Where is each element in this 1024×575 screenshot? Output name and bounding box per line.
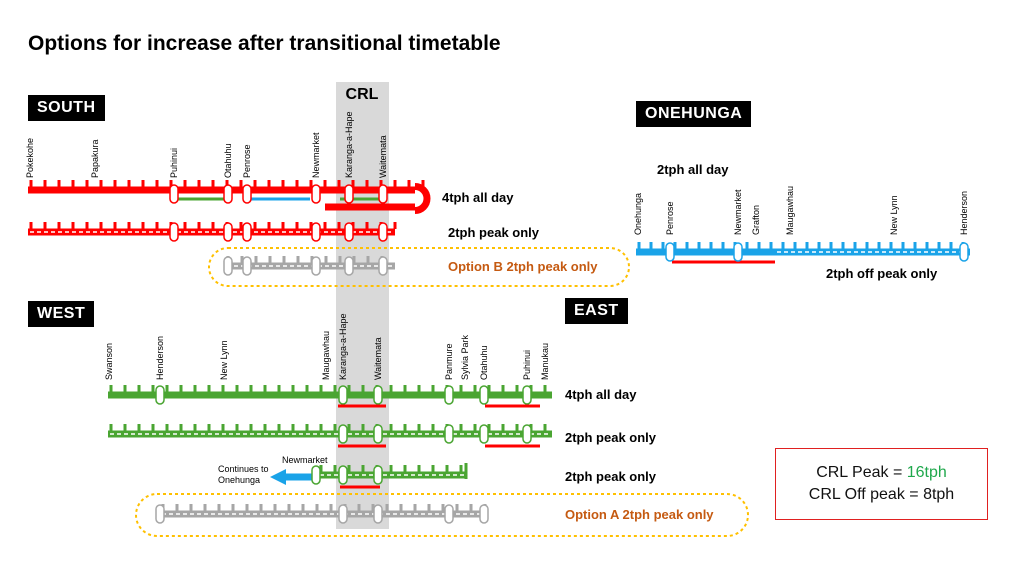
- onehunga-station-label: Onehunga: [633, 193, 643, 235]
- we-line1-label: 4tph all day: [565, 387, 637, 402]
- south-station-label: Penrose: [242, 144, 252, 178]
- crl-band: [336, 82, 389, 529]
- we-line3-arrow: [270, 469, 286, 485]
- region-label-south: SOUTH: [28, 95, 105, 121]
- south-station-label: Waitemata: [378, 135, 388, 178]
- south-line2-stop: [242, 222, 252, 242]
- onehunga-station-label: Newmarket: [733, 189, 743, 235]
- page-title: Options for increase after transitional …: [28, 32, 501, 55]
- south-line1-stop: [378, 184, 388, 204]
- onehunga-stop: [733, 242, 743, 262]
- we-line3-label: 2tph peak only: [565, 469, 657, 484]
- south-station-label: Karanga-a-Hape: [344, 111, 354, 178]
- south-line2-stop: [344, 222, 354, 242]
- south-station-label: Papakura: [90, 139, 100, 178]
- west-east-station-label: Swanson: [104, 343, 114, 380]
- south-line2-label: 2tph peak only: [448, 225, 540, 240]
- we-line2-stop: [479, 424, 489, 444]
- option-a-stop: [479, 504, 489, 524]
- we-line3-newmarket-label: Newmarket: [282, 455, 328, 465]
- option-b-stop: [223, 256, 233, 276]
- option-a-stop: [338, 504, 348, 524]
- west-east-station-label: Panmure: [444, 343, 454, 380]
- we-line1-stop: [155, 385, 165, 405]
- west-east-station-label: Waitemata: [373, 337, 383, 380]
- region-label-west: WEST: [28, 301, 95, 327]
- west-east-station-label: New Lynn: [219, 340, 229, 380]
- we-line3-continues-label: Continues to: [218, 464, 269, 474]
- south-line1-loop: [414, 183, 431, 214]
- south-station-label: Otahuhu: [223, 143, 233, 178]
- option-b-stop: [311, 256, 321, 276]
- we-line2-label: 2tph peak only: [565, 430, 657, 445]
- we-line3-stop: [311, 465, 321, 485]
- west-east-station-label: Sylvia Park: [460, 334, 470, 380]
- west-east-station-label: Henderson: [155, 336, 165, 380]
- onehunga-stop: [959, 242, 969, 262]
- option-b-outline: [208, 247, 630, 287]
- south-station-label: Newmarket: [311, 132, 321, 178]
- south-line1-stop: [311, 184, 321, 204]
- we-line2-stop: [522, 424, 532, 444]
- option-a-stop: [373, 504, 383, 524]
- we-line3-stop: [373, 465, 383, 485]
- south-line1-stop: [344, 184, 354, 204]
- onehunga-stop: [665, 242, 675, 262]
- crl-summary-box: CRL Peak = 16tph CRL Off peak = 8tph: [775, 448, 988, 520]
- south-line2-stop: [169, 222, 179, 242]
- option-a-stop: [155, 504, 165, 524]
- west-east-station-label: Karanga-a-Hape: [338, 313, 348, 380]
- we-line3-stop: [338, 465, 348, 485]
- south-line1-stop: [169, 184, 179, 204]
- option-b-stop: [378, 256, 388, 276]
- option-a-label: Option A 2tph peak only: [565, 507, 714, 522]
- onehunga-station-label: Grafton: [751, 205, 761, 235]
- we-line1-stop: [373, 385, 383, 405]
- west-east-station-label: Otahuhu: [479, 345, 489, 380]
- crl-offpeak-label: CRL Off peak = 8tph: [808, 486, 955, 503]
- option-b-label: Option B 2tph peak only: [448, 259, 598, 274]
- south-line1-label: 4tph all day: [442, 190, 514, 205]
- onehunga-offpeak-label: 2tph off peak only: [826, 266, 938, 281]
- region-label-onehunga: ONEHUNGA: [636, 101, 752, 127]
- south-line2-stop: [311, 222, 321, 242]
- we-line1-stop: [479, 385, 489, 405]
- region-label-east: EAST: [565, 298, 628, 324]
- we-line1-stop: [522, 385, 532, 405]
- we-line2-stop: [444, 424, 454, 444]
- onehunga-station-label: Maugawhau: [785, 186, 795, 235]
- option-b-stop: [242, 256, 252, 276]
- crl-peak-value: 16tph: [906, 464, 947, 481]
- we-line1-stop: [338, 385, 348, 405]
- south-line2-stop: [378, 222, 388, 242]
- west-east-station-label: Maugawhau: [321, 331, 331, 380]
- we-line3-onehunga-label: Onehunga: [218, 475, 260, 485]
- south-station-label: Puhinui: [169, 148, 179, 178]
- crl-peak-label: CRL Peak =: [816, 464, 907, 481]
- south-line2-stop: [223, 222, 233, 242]
- onehunga-service-label: 2tph all day: [657, 162, 729, 177]
- south-line1-stop: [223, 184, 233, 204]
- west-east-station-label: Manukau: [540, 343, 550, 380]
- option-b-stop: [344, 256, 354, 276]
- onehunga-station-label: Penrose: [665, 201, 675, 235]
- we-line1-stop: [444, 385, 454, 405]
- onehunga-station-label: Henderson: [959, 191, 969, 235]
- south-station-label: Pokekohe: [25, 138, 35, 178]
- we-line2-stop: [373, 424, 383, 444]
- west-east-station-label: Puhinui: [522, 350, 532, 380]
- south-line1-stop: [242, 184, 252, 204]
- crl-peak-row: CRL Peak = 16tph: [816, 462, 947, 484]
- option-a-outline: [135, 493, 749, 537]
- we-line2-stop: [338, 424, 348, 444]
- option-a-stop: [444, 504, 454, 524]
- crl-band-label: CRL: [346, 86, 379, 103]
- onehunga-station-label: New Lynn: [889, 195, 899, 235]
